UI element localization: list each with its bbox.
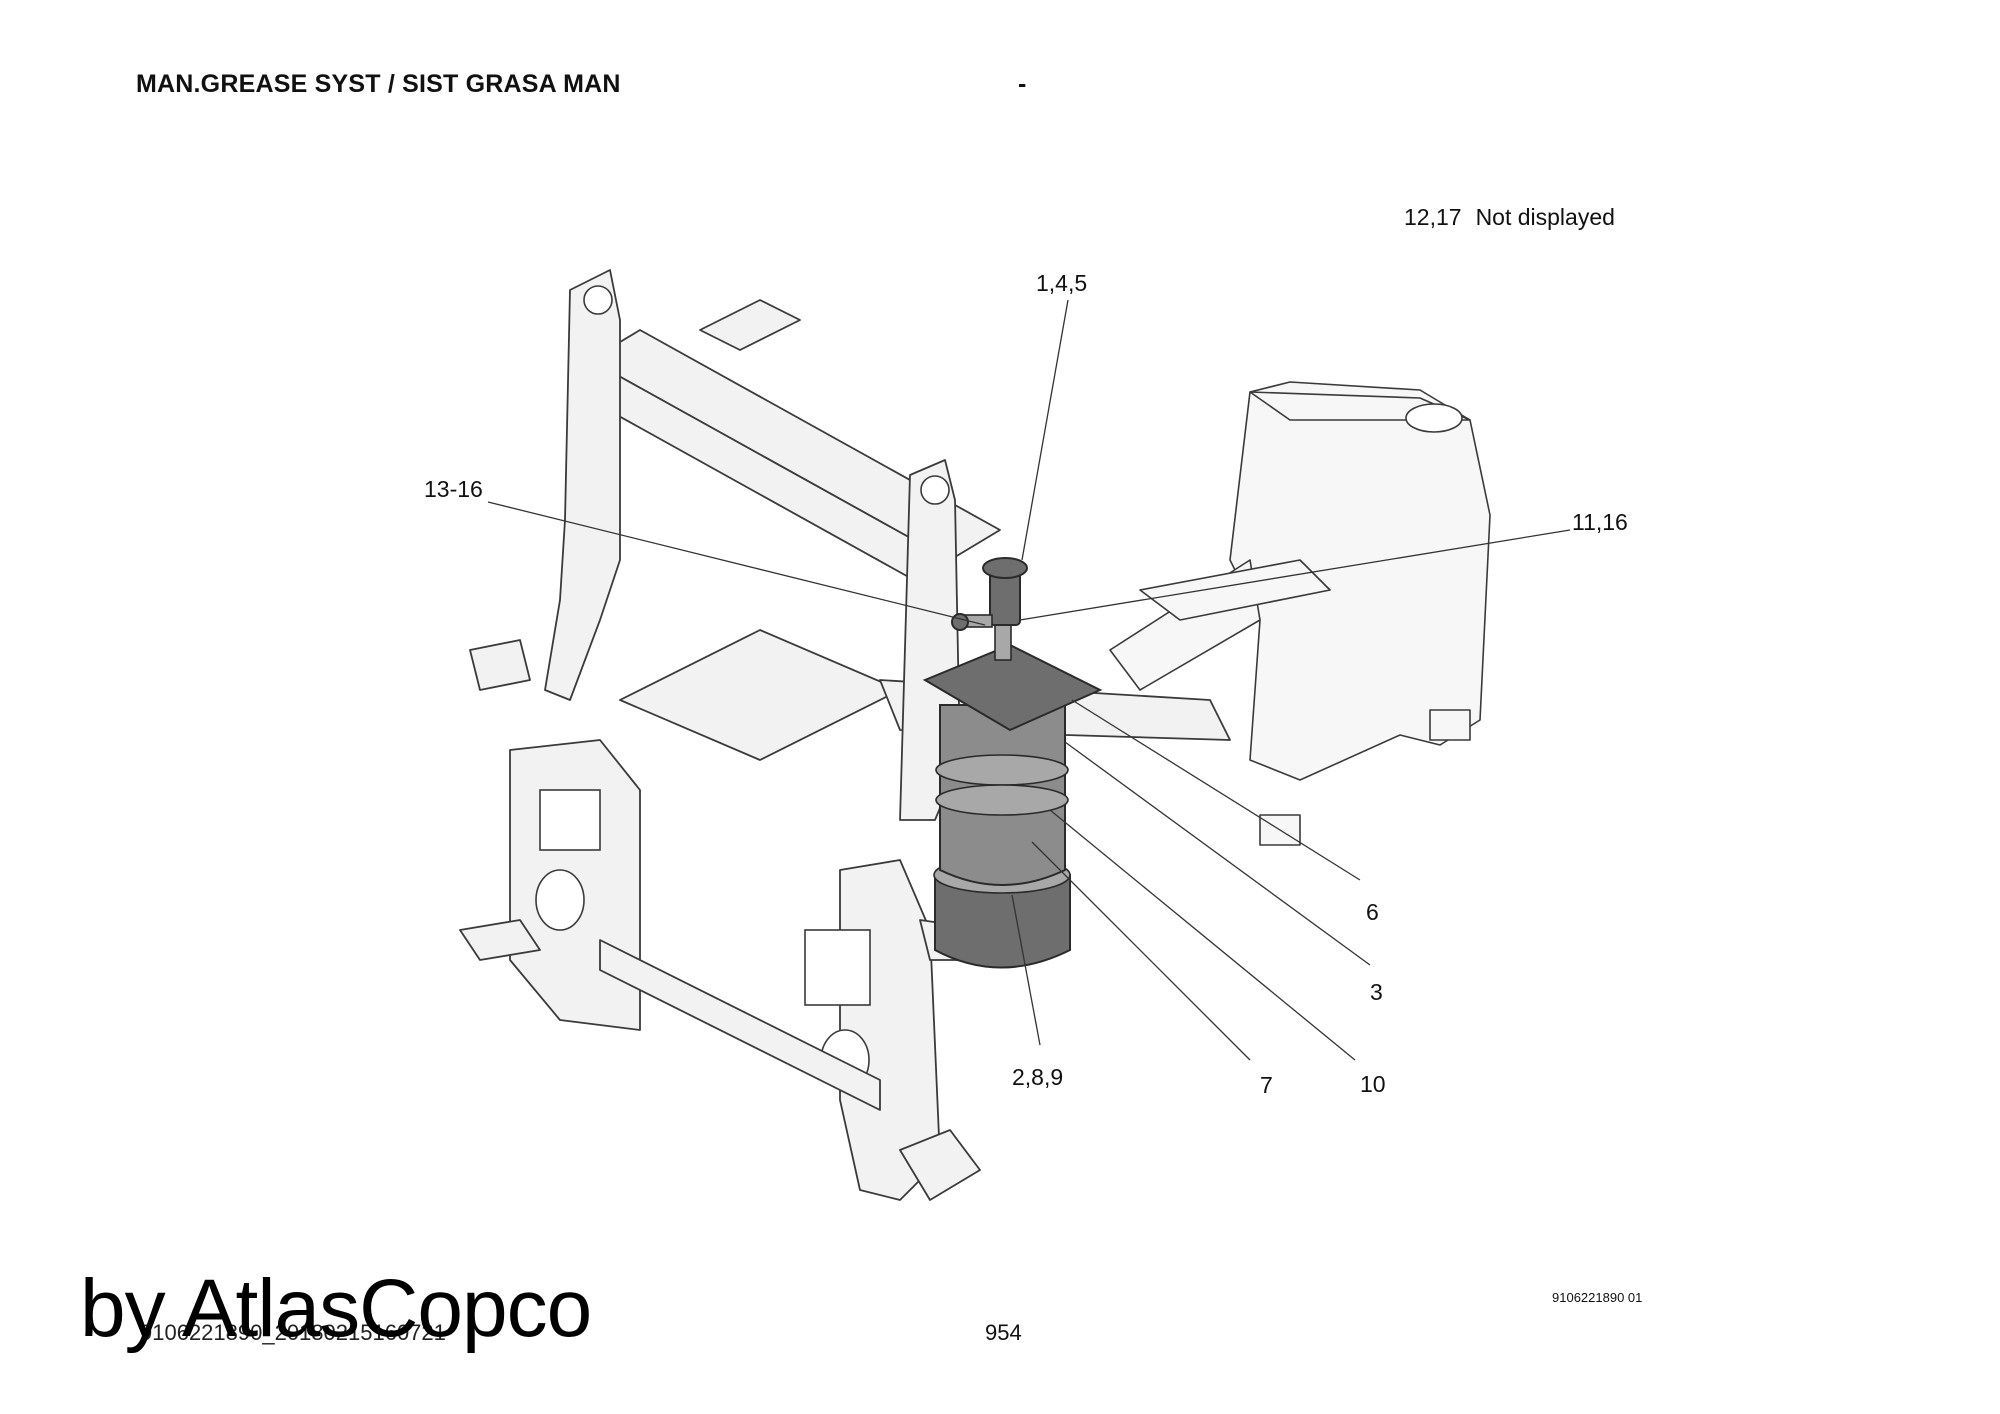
drawing-code: 9106221890 01: [1552, 1290, 1643, 1305]
callout-6: 6: [1366, 899, 1379, 925]
callout-1-4-5: 1,4,5: [1036, 270, 1087, 296]
rear-frame: [1109, 381, 1491, 846]
document-id: 9106221890_20180215160721: [140, 1320, 446, 1345]
callout-10: 10: [1360, 1071, 1386, 1097]
grease-barrel-assembly: [922, 557, 1103, 969]
callout-2-8-9: 2,8,9: [1012, 1064, 1063, 1090]
callout-13-16: 13-16: [424, 476, 483, 502]
page-number: 954: [985, 1320, 1022, 1345]
note-items: 12,17: [1404, 204, 1462, 230]
not-displayed-note: 12,17 Not displayed: [1404, 204, 1615, 231]
leader-lines: [487, 299, 1571, 1061]
header-dash: -: [1018, 70, 1027, 98]
callout-3: 3: [1370, 979, 1383, 1005]
callout-11-16: 11,16: [1572, 509, 1628, 535]
callout-labels: 1,4,5 13-16 11,16 6 3 7 10 2,8,9: [424, 270, 1628, 1098]
note-text: Not displayed: [1475, 204, 1615, 230]
page-title: MAN.GREASE SYST / SIST GRASA MAN: [136, 70, 621, 98]
watermark: by AtlasCopco: [80, 1263, 592, 1354]
front-frame: [459, 269, 1001, 1201]
callout-7: 7: [1260, 1072, 1273, 1098]
